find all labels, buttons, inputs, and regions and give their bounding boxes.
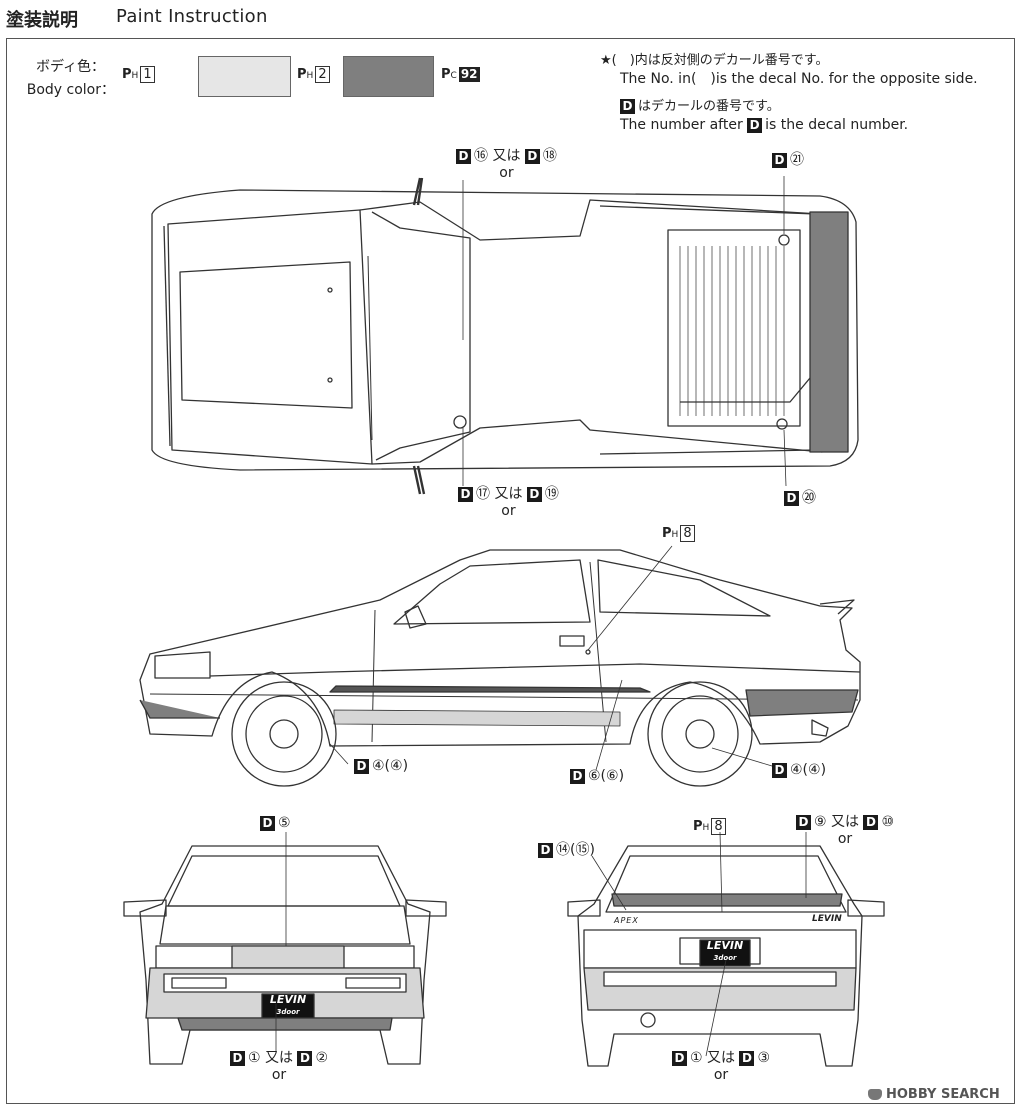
decal-d-icon: D: [524, 148, 540, 164]
decal-d-icon: D: [747, 117, 763, 133]
swatch-h2: [198, 56, 291, 97]
decal-d-icon: D: [230, 1050, 245, 1066]
decal-d-icon: D: [772, 152, 787, 168]
decal-d-icon: D: [784, 490, 799, 506]
body-color-label-jp: ボディ色：: [35, 59, 105, 75]
decal-d-icon: D: [739, 1050, 755, 1066]
page-title-en: Paint Instruction: [116, 6, 268, 27]
decal-d-icon: D: [620, 99, 635, 114]
side-view-drawing: [139, 545, 861, 787]
top-view-drawing: [151, 176, 859, 495]
decal-d-icon: D: [672, 1050, 687, 1066]
page-title-jp: 塗装説明: [6, 10, 78, 31]
rear-levin-text: LEVIN: [812, 914, 842, 924]
decal-d-icon: D: [297, 1050, 313, 1066]
hobby-search-logo-icon: [868, 1089, 882, 1100]
decal-d-icon: D: [772, 762, 787, 778]
decal-d-icon: D: [260, 815, 275, 831]
front-view-drawing: [123, 832, 447, 1065]
note-opposite-jp: ★( )内は反対側のデカール番号です。: [600, 53, 829, 68]
instruction-frame: [6, 38, 1015, 1104]
note-opposite-en: The No. in( )is the decal No. for the op…: [620, 71, 978, 87]
decal-d-icon: D: [863, 814, 879, 830]
body-color-label-en: Body color：: [26, 82, 115, 98]
rear-view-drawing: [567, 831, 885, 1067]
decal-d-icon: D: [796, 814, 811, 830]
decal-d-icon: D: [458, 486, 473, 502]
decal-d-icon: D: [354, 758, 369, 774]
decal-d-icon: D: [570, 768, 585, 784]
decal-d-icon: D: [538, 842, 553, 858]
decal-d-icon: D: [456, 148, 471, 164]
rear-apex-text: APEX: [614, 916, 639, 925]
watermark: HOBBY SEARCH: [868, 1087, 1000, 1102]
swatch-c92: [343, 56, 434, 97]
decal-d-icon: D: [526, 486, 542, 502]
